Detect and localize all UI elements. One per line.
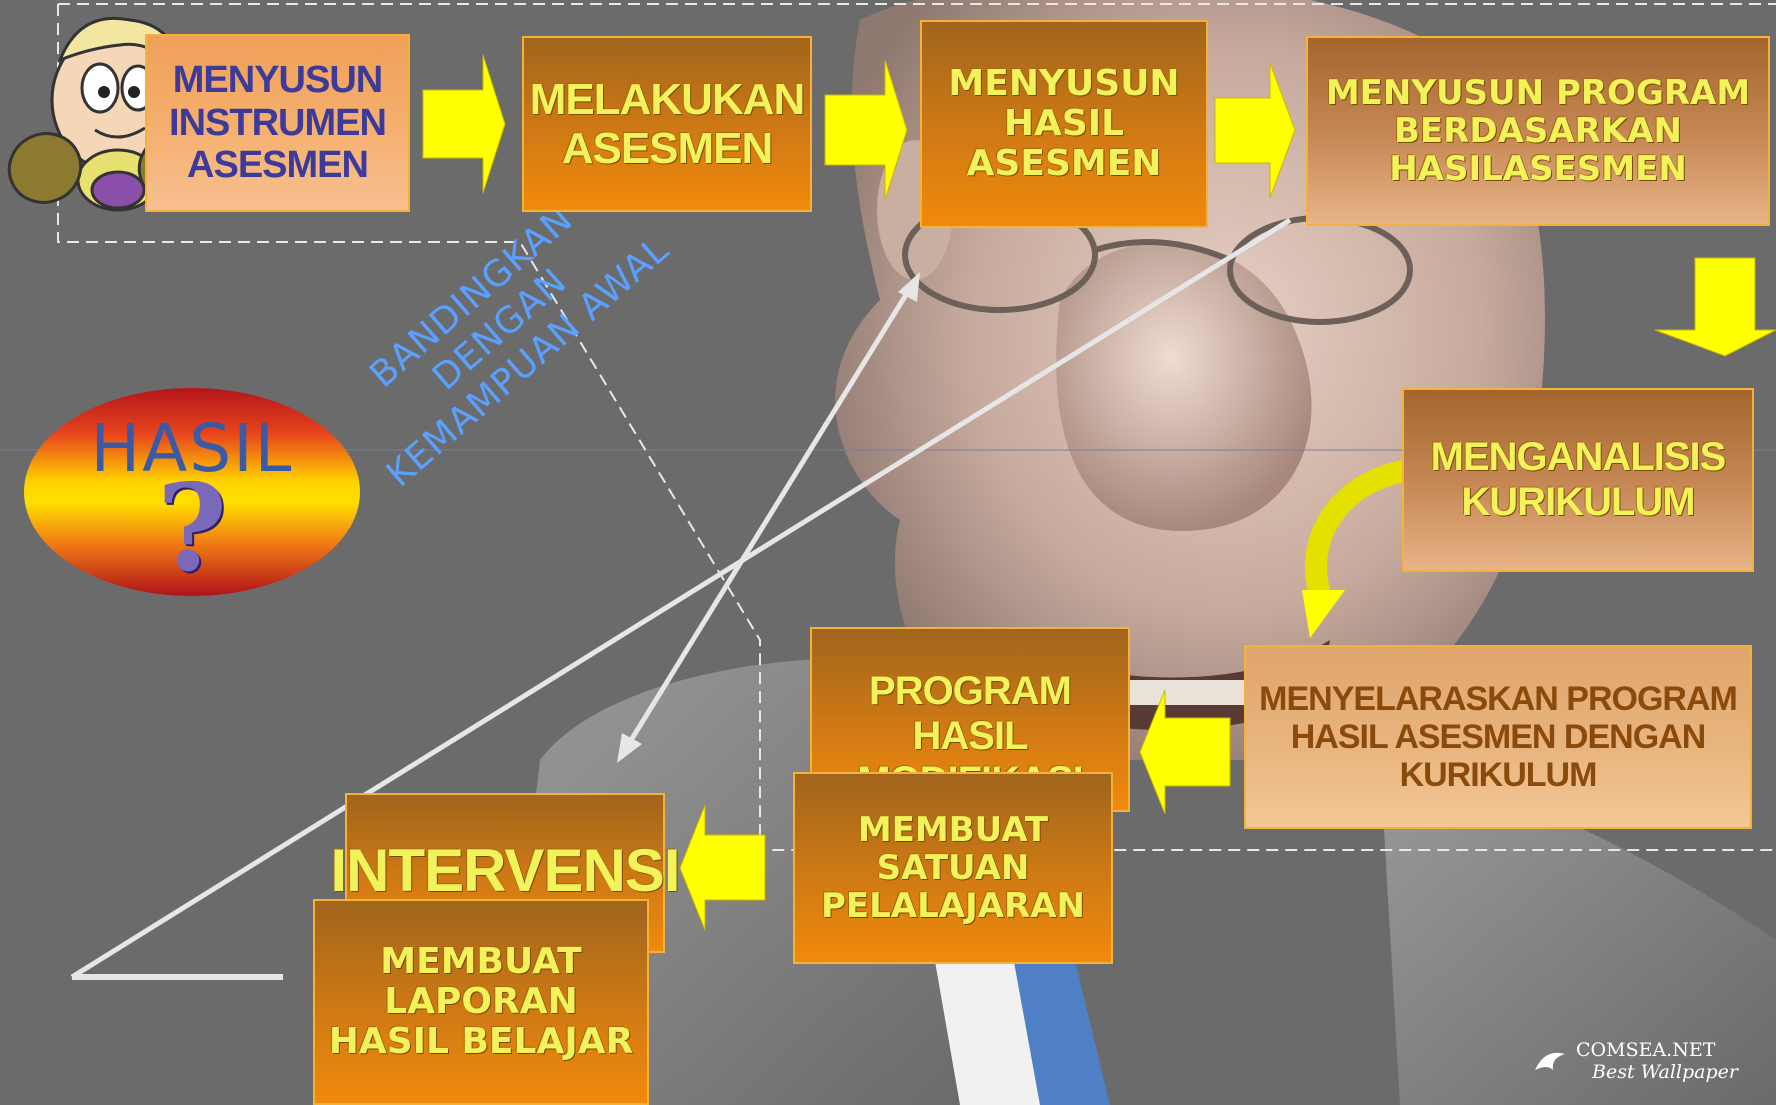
step-line: ASESMEN bbox=[562, 124, 773, 173]
step-menyusun-program: MENYUSUN PROGRAM BERDASARKAN HASILASESME… bbox=[1306, 36, 1770, 226]
step-line: MEMBUAT bbox=[858, 811, 1048, 849]
step-line: MEMBUAT bbox=[380, 942, 581, 982]
step-line: HASIL ASESMEN DENGAN bbox=[1291, 718, 1706, 756]
step-line: KURIKULUM bbox=[1400, 756, 1597, 794]
hasil-badge: HASIL ? bbox=[24, 388, 360, 596]
step-line: HASILASESMEN bbox=[1389, 150, 1687, 188]
step-line: MENYUSUN bbox=[948, 64, 1179, 104]
watermark: COMSEA.NET Best Wallpaper bbox=[1530, 1040, 1770, 1084]
watermark-line-1: COMSEA.NET bbox=[1530, 1040, 1770, 1062]
step-line: MELAKUKAN bbox=[530, 75, 805, 124]
step-line: KURIKULUM bbox=[1461, 480, 1694, 525]
step-menganalisis-kurikulum: MENGANALISIS KURIKULUM bbox=[1402, 388, 1754, 572]
step-menyusun-hasil: MENYUSUN HASIL ASESMEN bbox=[920, 20, 1208, 228]
step-line: MENYUSUN bbox=[173, 59, 382, 102]
watermark-line-2: Best Wallpaper bbox=[1530, 1062, 1770, 1084]
step-line: ASESMEN bbox=[967, 144, 1162, 184]
step-line: ASESMEN bbox=[187, 144, 368, 187]
step-line: HASIL bbox=[1004, 104, 1124, 144]
step-menyelaraskan-program: MENYELARASKAN PROGRAM HASIL ASESMEN DENG… bbox=[1244, 645, 1752, 829]
step-line: MENYELARASKAN PROGRAM bbox=[1259, 680, 1737, 718]
step-menyusun-instrumen: MENYUSUN INSTRUMEN ASESMEN bbox=[145, 34, 410, 212]
flow-arrow-1 bbox=[423, 55, 505, 193]
step-membuat-satuan-pelajaran: MEMBUAT SATUAN PELALAJARAN bbox=[793, 772, 1113, 964]
step-melakukan-asesmen: MELAKUKAN ASESMEN bbox=[522, 36, 812, 212]
step-line: MENGANALISIS bbox=[1431, 435, 1726, 480]
step-line: PELALAJARAN bbox=[821, 887, 1085, 925]
step-line: MENYUSUN PROGRAM bbox=[1326, 74, 1750, 112]
step-line: HASIL BELAJAR bbox=[329, 1022, 634, 1062]
step-line: INSTRUMEN bbox=[169, 102, 386, 145]
step-line: INTERVENSI bbox=[331, 837, 680, 904]
step-line: PROGRAM HASIL bbox=[812, 669, 1128, 759]
step-membuat-laporan: MEMBUAT LAPORAN HASIL BELAJAR bbox=[313, 899, 649, 1105]
question-mark-icon: ? bbox=[24, 458, 360, 599]
step-line: BERDASARKAN bbox=[1394, 112, 1682, 150]
step-line: SATUAN bbox=[877, 849, 1030, 887]
flow-arrow-down bbox=[1655, 258, 1776, 356]
step-line: LAPORAN bbox=[384, 982, 578, 1022]
